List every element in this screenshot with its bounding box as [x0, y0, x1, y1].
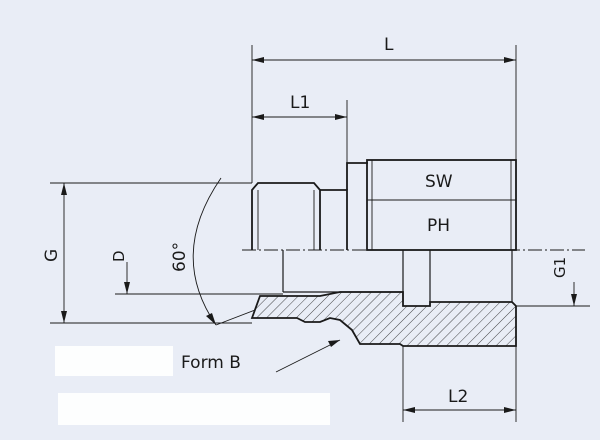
label-g: G	[42, 249, 62, 262]
label-angle: 60°	[170, 242, 190, 272]
label-sw: SW	[425, 172, 453, 192]
label-form-b: Form B	[181, 353, 241, 373]
label-l: L	[384, 35, 394, 55]
redacted-block-2	[58, 393, 330, 425]
dimension-l1	[252, 100, 348, 163]
dimension-g	[50, 182, 252, 324]
form-b-leader	[275, 339, 341, 373]
dimension-l	[251, 45, 517, 183]
label-l1: L1	[290, 93, 310, 113]
label-d: D	[110, 250, 128, 262]
label-l2: L2	[448, 387, 468, 407]
part-outline	[251, 159, 517, 302]
dimension-d	[115, 262, 283, 295]
label-g1: G1	[551, 257, 569, 278]
dimension-angle	[192, 177, 256, 326]
dimension-g1	[516, 282, 590, 307]
section-hatch	[250, 291, 517, 347]
dimension-l2	[402, 346, 517, 422]
redacted-block-1	[55, 346, 173, 376]
label-ph: PH	[427, 216, 450, 236]
